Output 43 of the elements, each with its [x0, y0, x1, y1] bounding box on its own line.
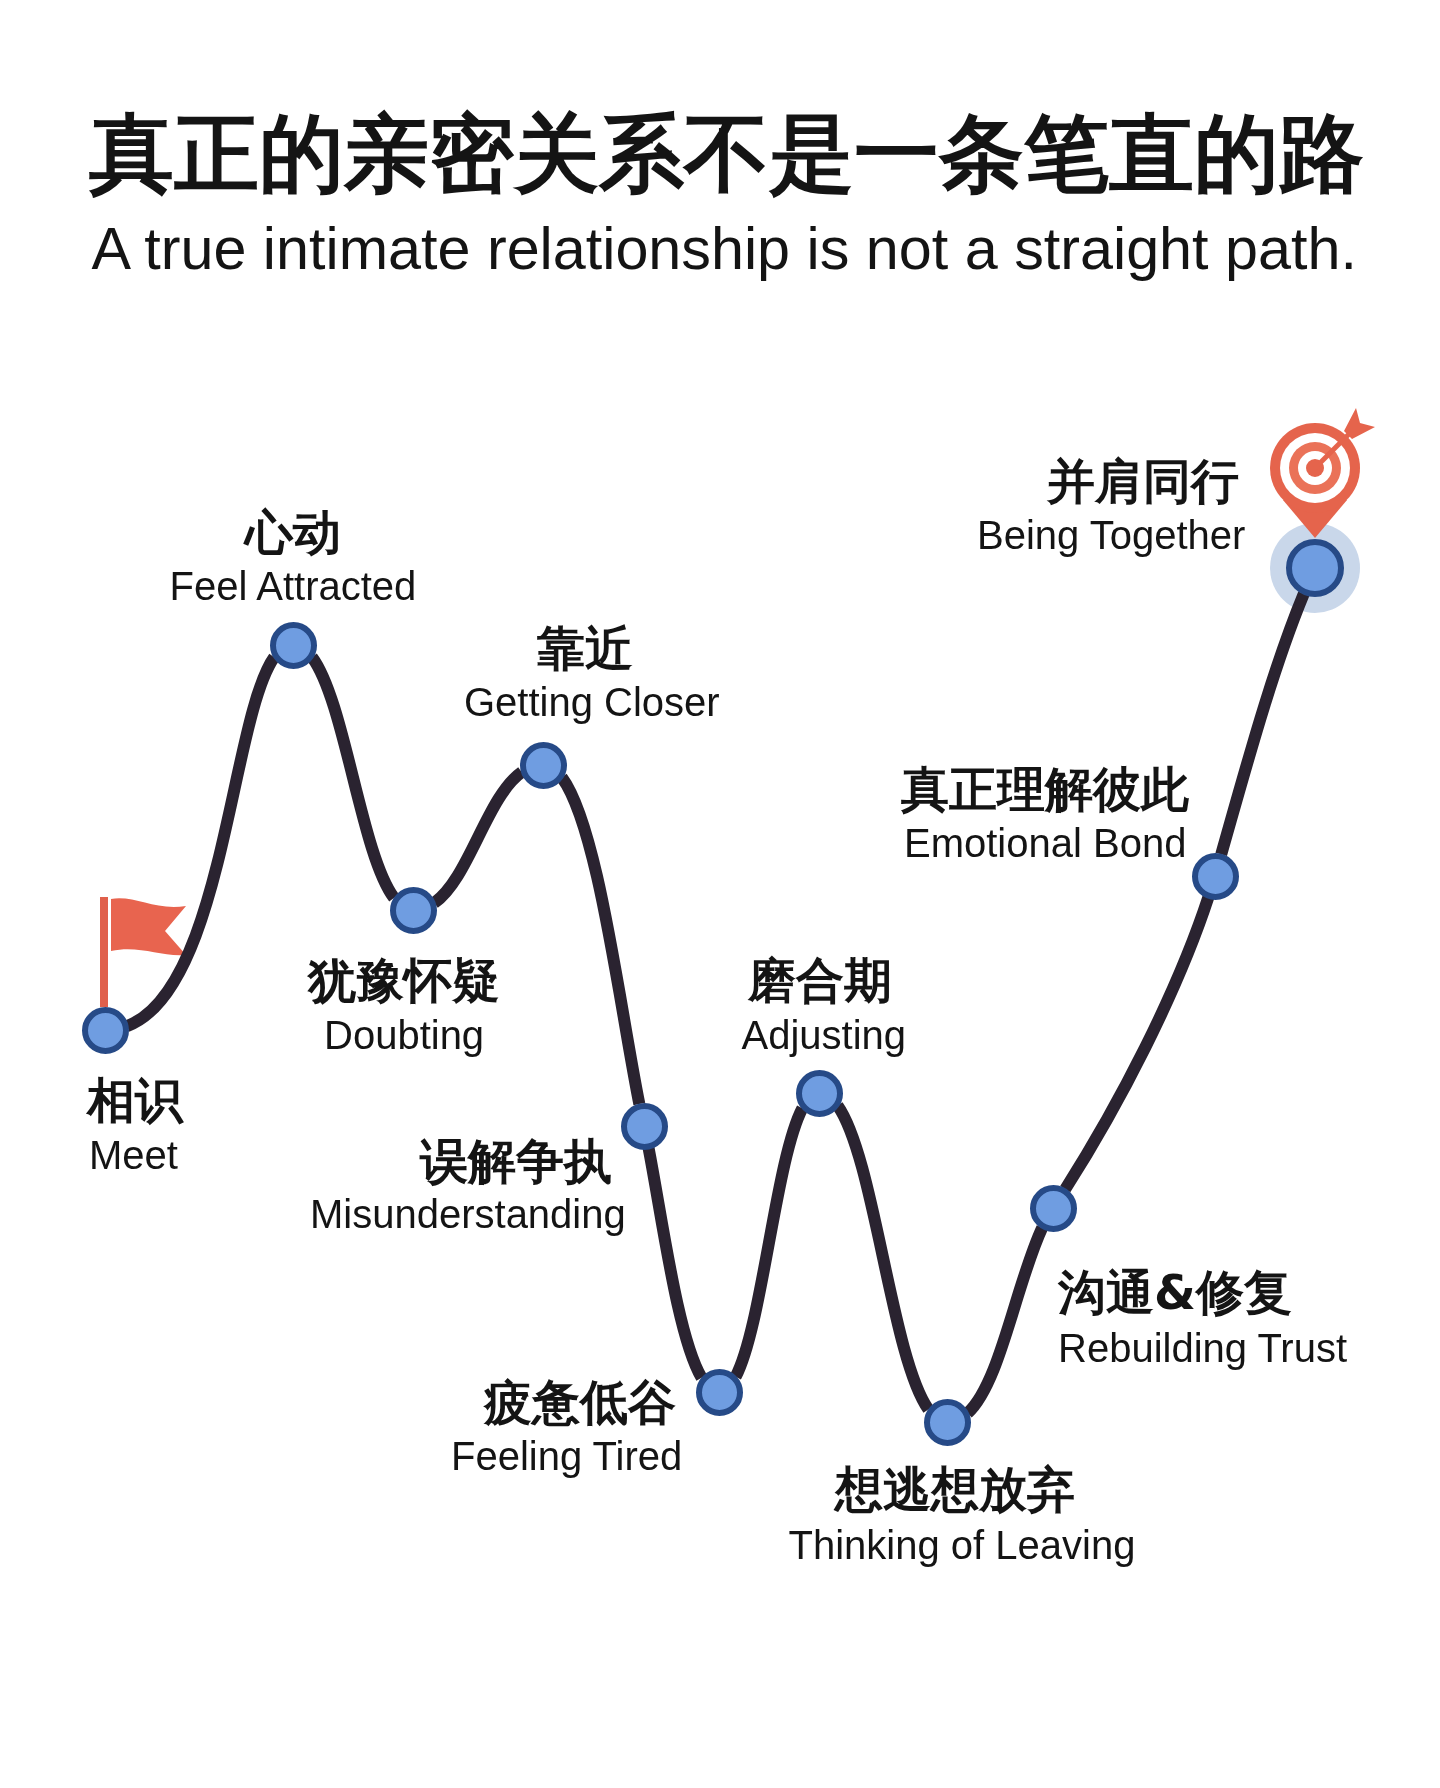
stage-label: 疲惫低谷 — [484, 1374, 676, 1430]
stage-caption: Being Together — [977, 512, 1246, 558]
stage-label: 想逃想放弃 — [835, 1461, 1075, 1517]
path-dot — [695, 1368, 743, 1416]
stage-caption: Emotional Bond — [904, 820, 1187, 866]
stage-label: 磨合期 — [748, 952, 892, 1008]
stage-caption: Getting Closer — [464, 679, 720, 725]
stage-caption: Adjusting — [741, 1012, 907, 1058]
curve-line — [1060, 895, 1214, 1193]
title: 真正的亲密关系不是一条笔直的路 — [88, 105, 1364, 203]
stage-label: 靠近 — [537, 620, 633, 676]
stage-label: 真正理解彼此 — [901, 761, 1189, 817]
path-dot — [1191, 852, 1239, 900]
stage-caption: Feeling Tired — [451, 1433, 683, 1479]
path-dot — [923, 1398, 971, 1446]
path-dot — [620, 1102, 668, 1150]
curve-line — [306, 654, 400, 901]
path-dot — [1286, 539, 1344, 597]
path-dot — [519, 741, 567, 789]
stage-label: 心动 — [245, 504, 341, 560]
curve-line — [642, 1146, 707, 1381]
stage-label: 犹豫怀疑 — [308, 952, 500, 1008]
stage-label: 相识 — [87, 1072, 183, 1128]
curve-line — [963, 1225, 1048, 1418]
curve-line — [556, 774, 646, 1106]
curve-line — [730, 1105, 808, 1380]
stage-label: 并肩同行 — [1047, 453, 1239, 509]
stage-caption: Doubting — [324, 1012, 485, 1058]
path-dot — [81, 1006, 129, 1054]
path-dot — [269, 621, 317, 669]
curve-line — [832, 1102, 934, 1413]
stage-label: 误解争执 — [420, 1133, 612, 1189]
stage-caption: Misunderstanding — [310, 1191, 626, 1237]
path-dot — [1029, 1184, 1077, 1232]
stage-label: 沟通&修复 — [1058, 1264, 1292, 1320]
curve-line — [430, 767, 526, 908]
stage-caption: Thinking of Leaving — [788, 1522, 1136, 1568]
stage-caption: Rebuilding Trust — [1058, 1325, 1348, 1371]
path-dot — [389, 886, 437, 934]
path-dot — [795, 1069, 843, 1117]
stage-caption: Feel Attracted — [169, 563, 417, 609]
stage-caption: Meet — [89, 1132, 178, 1178]
subtitle: A true intimate relationship is not a straight path. — [91, 215, 1357, 284]
